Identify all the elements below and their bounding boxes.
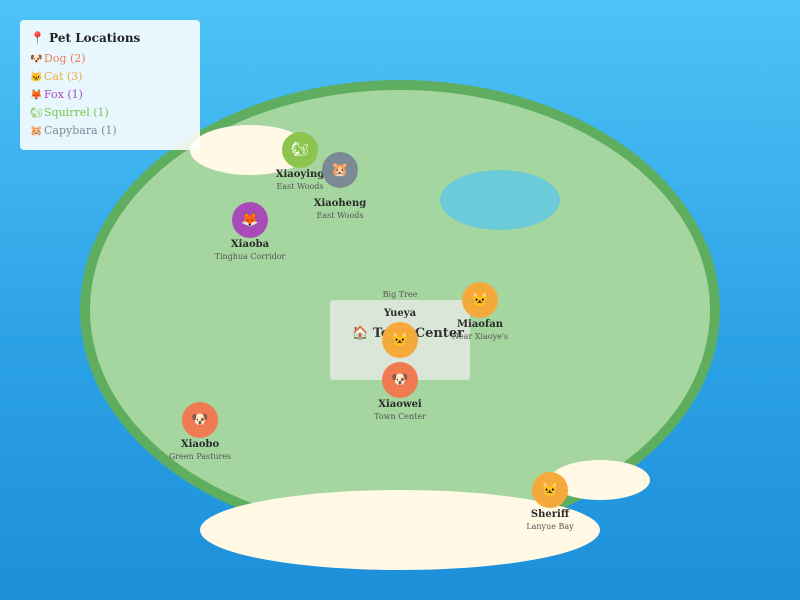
pet-marker[interactable]: 🐶 Xiaowei Town Center <box>345 362 455 423</box>
pet-marker[interactable]: 🐹 Xiaoheng East Woods <box>285 152 395 222</box>
legend-item-fox[interactable]: 🦊Fox (1) <box>30 88 83 101</box>
pet-location: Near Xiaoye's <box>451 332 509 341</box>
legend-item-cat[interactable]: 🐱Cat (3) <box>30 70 83 83</box>
legend-item-capybara[interactable]: 🐹Capybara (1) <box>30 124 117 137</box>
landmark-label: Big Tree <box>382 290 418 299</box>
pet-marker[interactable]: 🦊 Xiaoba Tinghua Corridor <box>195 202 305 263</box>
capybara-icon: 🐹 <box>30 126 43 137</box>
pet-name: Xiaoba <box>230 239 270 250</box>
legend-item-dog[interactable]: 🐶Dog (2) <box>30 52 86 65</box>
pet-marker[interactable]: 🐶 Xiaobo Green Pastures <box>145 402 255 463</box>
pet-location: Tinghua Corridor <box>214 252 286 261</box>
dog-icon: 🐶 <box>382 362 418 398</box>
pet-name: Xiaoheng <box>313 198 367 209</box>
cat-icon: 🐱 <box>382 322 418 358</box>
pet-location: East Woods <box>276 182 324 191</box>
pet-marker[interactable]: 🐿 Xiaoying East Woods <box>245 132 355 193</box>
pet-name: Miaofan <box>456 319 504 330</box>
dog-icon: 🐶 <box>182 402 218 438</box>
pet-name: Sheriff <box>530 509 570 520</box>
cat-icon: 🐱 <box>462 282 498 318</box>
pet-marker[interactable]: 🐱 Miaofan Near Xiaoye's <box>425 282 535 343</box>
cat-icon: 🐱 <box>532 472 568 508</box>
pet-marker[interactable]: Yueya 🐱 <box>345 308 455 358</box>
pet-location: Green Pastures <box>168 452 232 461</box>
beach <box>200 490 600 570</box>
squirrel-icon: 🐿 <box>30 108 43 119</box>
legend-item-squirrel[interactable]: 🐿Squirrel (1) <box>30 106 109 119</box>
pet-location: East Woods <box>316 211 364 220</box>
pet-name: Xiaowei <box>378 399 422 410</box>
pet-name: Xiaoying <box>275 169 325 180</box>
pin-icon: 📍 <box>30 31 45 45</box>
capybara-icon: 🐹 <box>322 152 358 188</box>
squirrel-icon: 🐿 <box>282 132 318 168</box>
fox-icon: 🦊 <box>232 202 268 238</box>
house-icon: 🏠 <box>352 326 369 341</box>
fox-icon: 🦊 <box>30 90 43 101</box>
cat-icon: 🐱 <box>30 72 43 83</box>
pet-location: Town Center <box>374 412 426 421</box>
lake <box>440 170 560 230</box>
legend-panel: 📍 Pet Locations 🐶Dog (2) 🐱Cat (3) 🦊Fox (… <box>20 20 200 150</box>
dog-icon: 🐶 <box>30 54 43 65</box>
pet-name: Xiaobo <box>180 439 220 450</box>
pet-marker[interactable]: 🐱 Sheriff Lanyue Bay <box>495 472 605 533</box>
legend-title: 📍 Pet Locations <box>30 31 141 45</box>
pet-name: Yueya <box>383 308 417 319</box>
pet-location: Lanyue Bay <box>526 522 574 531</box>
